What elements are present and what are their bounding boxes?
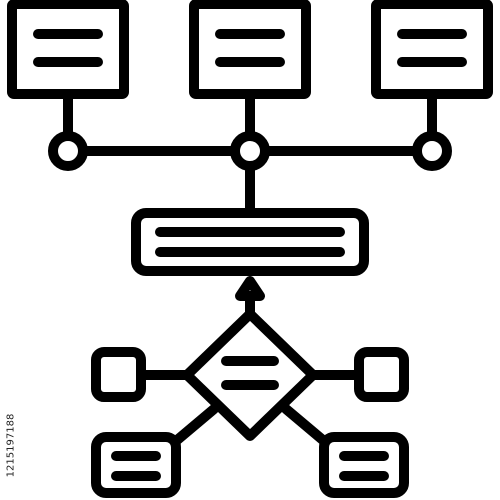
connector-bottom-right bbox=[281, 404, 329, 446]
top-card-left bbox=[7, 0, 129, 99]
junction-node-right bbox=[412, 131, 452, 171]
arrow-up-icon bbox=[235, 276, 265, 301]
top-card-right bbox=[371, 0, 493, 99]
junction-node-left bbox=[48, 131, 88, 171]
watermark-id-text: 1215197188 bbox=[5, 413, 17, 477]
decision-diamond bbox=[182, 309, 318, 441]
connector-bottom-left bbox=[171, 404, 219, 446]
watermark-id: 1215197188 bbox=[4, 390, 18, 500]
top-card-center bbox=[189, 0, 311, 99]
side-square-left bbox=[91, 347, 146, 402]
process-bar bbox=[131, 208, 369, 276]
bottom-card-left bbox=[91, 432, 181, 498]
bottom-card-right bbox=[319, 432, 409, 498]
side-square-right bbox=[354, 347, 409, 402]
